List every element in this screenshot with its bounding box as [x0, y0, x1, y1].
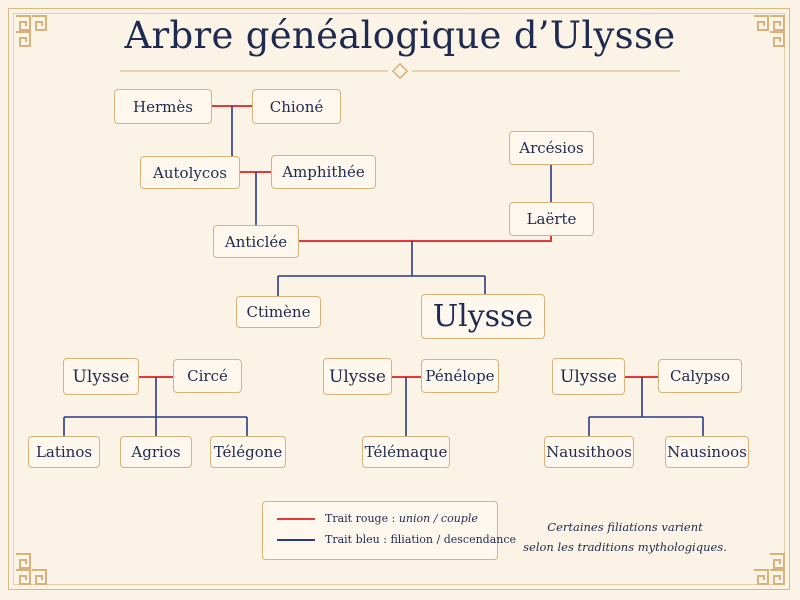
node-laerte: Laërte — [509, 202, 594, 236]
node-nausinoos: Nausinoos — [665, 436, 749, 468]
legend-swatch-blue — [277, 538, 315, 541]
greek-key-ornament-top-right — [754, 15, 785, 47]
legend-swatch-red — [277, 517, 315, 520]
legend-red-emphasis: union / couple — [398, 512, 478, 525]
title-divider — [120, 62, 680, 80]
node-anticlee: Anticlée — [213, 225, 299, 258]
greek-key-ornament-bottom-left — [16, 553, 47, 585]
node-telemaque: Télémaque — [362, 436, 450, 468]
outer-frame — [8, 8, 790, 590]
node-latinos: Latinos — [28, 436, 100, 468]
filiation-line-calypso-children — [588, 377, 704, 436]
filiation-line-parents-to-children — [277, 241, 486, 296]
node-amphithee: Amphithée — [271, 155, 376, 189]
legend-blue-text: Trait bleu : filiation / descendance — [325, 533, 517, 546]
node-autolycos: Autolycos — [140, 156, 240, 189]
node-ulysse-penelope: Ulysse — [323, 358, 392, 395]
node-penelope: Pénélope — [421, 359, 499, 393]
tradition-note-line-1: Certaines filiations varient — [547, 520, 703, 534]
node-hermes: Hermès — [114, 89, 212, 124]
inner-frame — [13, 13, 785, 585]
union-line-anticlee-laerte — [299, 236, 552, 242]
node-circe: Circé — [173, 359, 242, 393]
page-title: Arbre généalogique d’Ulysse — [124, 14, 676, 57]
legend-red-prefix: Trait rouge : — [325, 512, 399, 525]
legend-row-filiation: Trait bleu : filiation / descendance — [277, 533, 516, 546]
node-nausithoos: Nausithoos — [544, 436, 634, 468]
greek-key-ornament-top-left — [16, 15, 47, 47]
legend: Trait rouge : union / couple Trait bleu … — [262, 501, 516, 560]
node-agrios: Agrios — [120, 436, 192, 468]
node-ulysse-main: Ulysse — [421, 294, 545, 339]
node-telegone: Télégone — [210, 436, 286, 468]
node-chione: Chioné — [252, 89, 341, 124]
tradition-note: Certaines filiations varient selon les t… — [520, 517, 730, 557]
legend-row-union: Trait rouge : union / couple — [277, 512, 478, 525]
node-calypso: Calypso — [658, 359, 742, 393]
node-ulysse-calypso: Ulysse — [552, 358, 625, 395]
node-ulysse-circe: Ulysse — [63, 358, 139, 395]
node-ctimene: Ctimène — [236, 296, 321, 328]
filiation-line-circe-children — [63, 377, 248, 436]
tradition-note-line-2: selon les traditions mythologiques. — [523, 540, 727, 554]
greek-key-ornament-bottom-right — [754, 553, 785, 585]
node-arcesios: Arcésios — [509, 131, 594, 165]
